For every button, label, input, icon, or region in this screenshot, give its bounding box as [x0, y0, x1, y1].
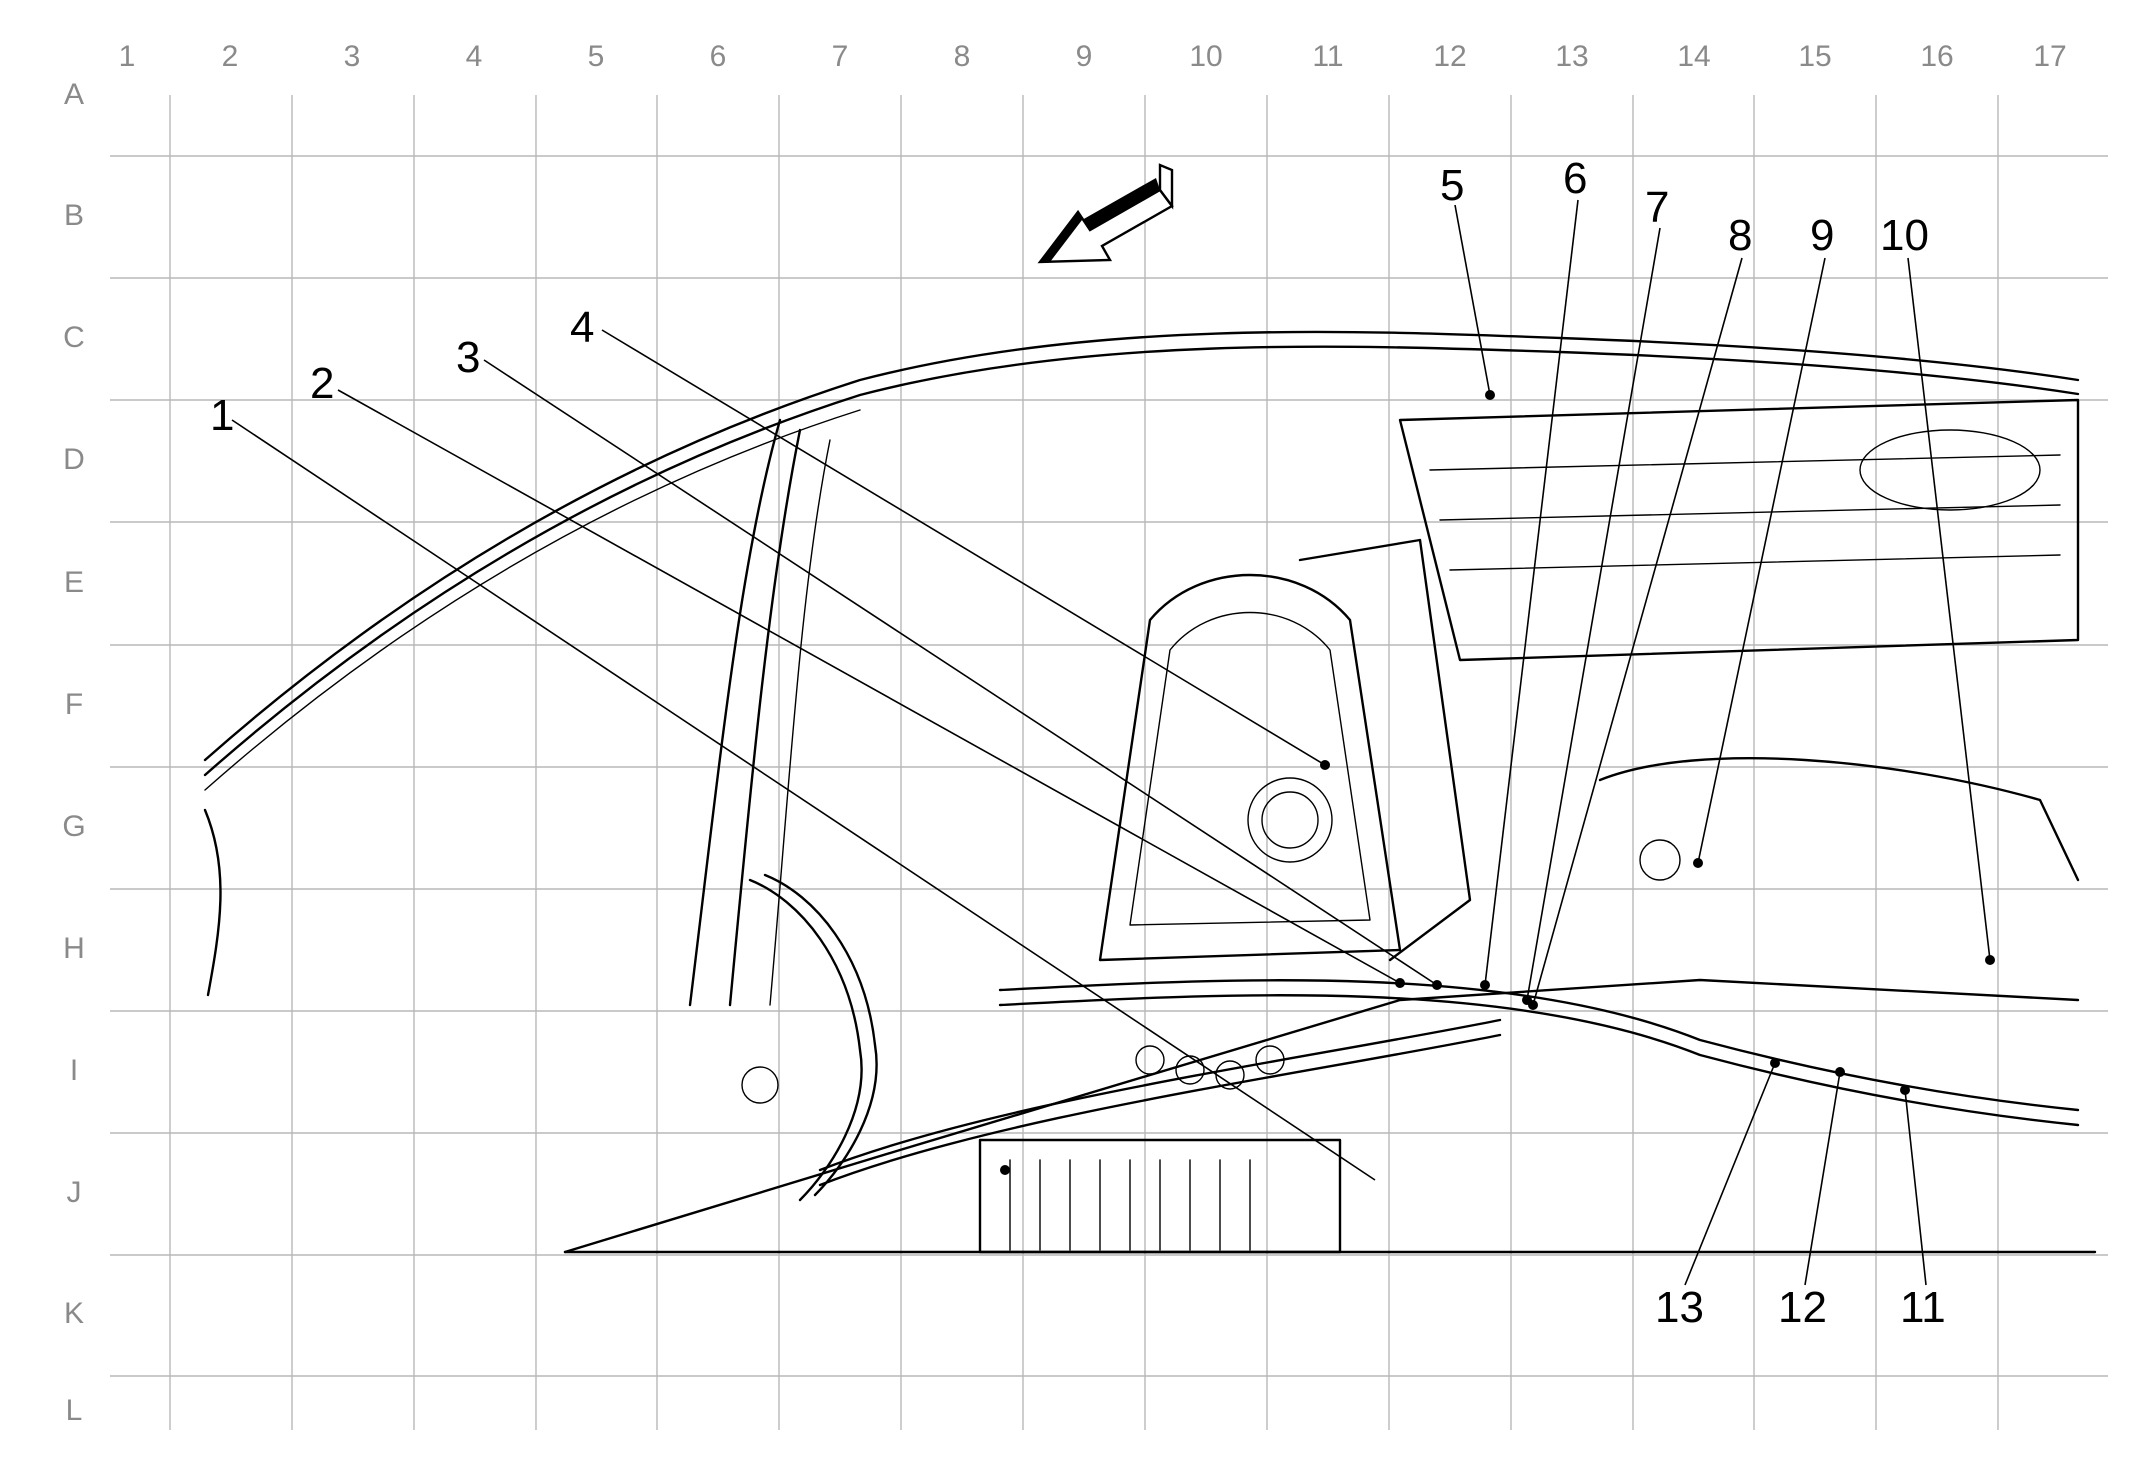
leader-line-7	[1526, 227, 1661, 1001]
callout-9: 9	[1810, 211, 1834, 260]
grid-column-label: 9	[1076, 40, 1093, 73]
grid-column-label: 11	[1312, 40, 1343, 73]
grid-column-label: 6	[710, 40, 727, 73]
callout-1: 1	[210, 391, 234, 440]
leader-line-1	[231, 419, 1376, 1181]
grid-row-label: G	[62, 810, 85, 843]
callout-2: 2	[310, 359, 334, 408]
leader-line-4	[601, 329, 1326, 766]
leader-line-12	[1804, 1071, 1841, 1286]
leader-line-13	[1684, 1062, 1776, 1286]
callout-labels: 1 2 3 4 5 6 7 8 9 10 11 12 13	[210, 154, 1946, 1332]
callout-6: 6	[1563, 154, 1587, 203]
leader-line-3	[483, 359, 1438, 986]
grid-row-label: H	[63, 932, 85, 965]
grid-column-label: 5	[588, 40, 605, 73]
grid-row-labels: A B C D E F G H I J K L	[62, 78, 85, 1427]
callout-13: 13	[1655, 1283, 1704, 1332]
grid-row-label: F	[65, 688, 83, 721]
grid-column-label: 12	[1433, 40, 1466, 73]
callout-7: 7	[1645, 183, 1669, 232]
grid-column-label: 16	[1920, 40, 1953, 73]
callout-10: 10	[1880, 211, 1929, 260]
leader-line-8	[1532, 257, 1743, 1006]
grid-row-label: J	[67, 1176, 82, 1209]
callout-5: 5	[1440, 161, 1464, 210]
callout-12: 12	[1778, 1283, 1827, 1332]
callout-4: 4	[570, 303, 594, 352]
grid-column-label: 14	[1677, 40, 1710, 73]
leader-line-11	[1904, 1089, 1927, 1286]
leader-line-2	[337, 389, 1401, 984]
grid-row-label: L	[66, 1394, 83, 1427]
callout-8: 8	[1728, 211, 1752, 260]
leader-line-9	[1697, 257, 1826, 864]
forward-direction-arrow-icon	[1037, 163, 1174, 264]
grid-column-label: 15	[1798, 40, 1831, 73]
grid-column-label: 13	[1555, 40, 1588, 73]
leader-line-5	[1454, 204, 1491, 396]
leader-line-6	[1484, 199, 1579, 986]
callout-3: 3	[456, 333, 480, 382]
grid-column-label: 2	[222, 40, 239, 73]
grid-row-label: C	[63, 321, 85, 354]
leader-line-10	[1907, 257, 1991, 961]
vehicle-body-illustration	[203, 330, 2097, 1254]
grid-column-label: 4	[466, 40, 483, 73]
grid-column-label: 1	[119, 40, 136, 73]
grid-row-label: D	[63, 443, 85, 476]
grid-row-label: B	[64, 199, 84, 232]
grid-column-label: 7	[832, 40, 849, 73]
grid-column-label: 8	[954, 40, 971, 73]
grid-row-label: I	[70, 1054, 78, 1087]
grid-column-label: 10	[1189, 40, 1222, 73]
grid-row-label: E	[64, 566, 84, 599]
grid-row-label: A	[64, 78, 84, 111]
grid-row-label: K	[64, 1297, 84, 1330]
callout-11: 11	[1900, 1283, 1946, 1332]
reference-grid	[110, 95, 2108, 1430]
grid-column-label: 17	[2033, 40, 2066, 73]
grid-column-label: 3	[344, 40, 361, 73]
callout-leader-lines	[231, 199, 1991, 1286]
